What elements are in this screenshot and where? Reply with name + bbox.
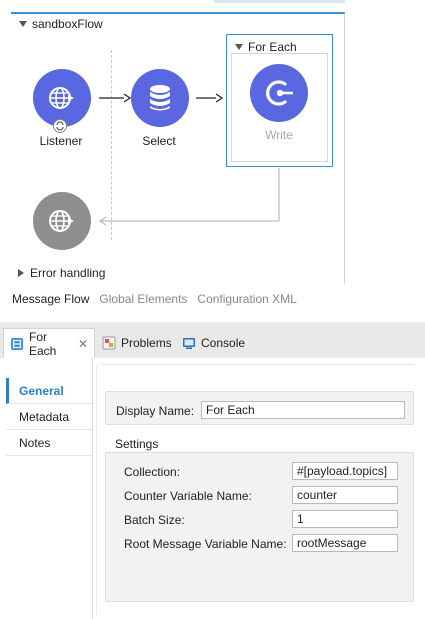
flow-header[interactable]: sandboxFlow <box>19 17 103 31</box>
settings-title: Settings <box>115 437 159 451</box>
top-strip <box>214 0 345 3</box>
display-name-label: Display Name: <box>116 404 195 418</box>
connector-c-icon <box>266 80 293 106</box>
tab-problems-label: Problems <box>121 336 172 350</box>
tab-console[interactable]: Console <box>176 328 251 358</box>
counter-input[interactable] <box>292 486 398 504</box>
tab-message-flow[interactable]: Message Flow <box>12 292 90 306</box>
listener-node[interactable] <box>33 69 91 127</box>
side-nav: General Metadata Notes <box>6 378 94 456</box>
database-icon <box>150 85 170 111</box>
collection-label: Collection: <box>124 465 181 479</box>
response-node[interactable] <box>33 192 91 250</box>
canvas-tabs: Message Flow Global Elements Configurati… <box>12 292 297 306</box>
tab-for-each[interactable]: For Each ✕ <box>3 328 95 358</box>
for-each-scope[interactable]: For Each <box>226 34 333 167</box>
globe-arrow-icon <box>49 87 74 109</box>
listener-label: Listener <box>39 134 83 148</box>
collection-input[interactable] <box>292 462 398 480</box>
form-top-rule <box>102 364 414 365</box>
for-each-header[interactable]: For Each <box>235 40 297 54</box>
nav-divider-inner <box>96 364 97 614</box>
globe-arrow-icon <box>49 210 74 232</box>
tab-configuration-xml[interactable]: Configuration XML <box>197 292 297 306</box>
tab-for-each-label: For Each <box>29 329 57 358</box>
root-message-input[interactable] <box>292 534 398 552</box>
counter-label: Counter Variable Name: <box>124 489 252 503</box>
flow-title: sandboxFlow <box>32 17 103 31</box>
source-divider <box>111 50 112 240</box>
batch-size-label: Batch Size: <box>124 513 185 527</box>
display-name-input[interactable] <box>201 401 405 419</box>
for-each-body <box>231 53 328 162</box>
nav-divider <box>92 358 93 619</box>
collapse-triangle-icon[interactable] <box>19 21 27 27</box>
source-badge-icon <box>53 119 67 133</box>
expand-triangle-icon[interactable] <box>18 269 24 277</box>
for-each-title: For Each <box>248 40 297 54</box>
error-handling-label: Error handling <box>30 266 106 280</box>
tab-console-label: Console <box>201 336 246 350</box>
side-nav-general[interactable]: General <box>6 378 94 404</box>
display-name-group: Display Name: <box>105 391 414 425</box>
properties-panel: General Metadata Notes Display Name: Set… <box>0 358 425 619</box>
flow-canvas: sandboxFlow Listener Se <box>11 0 345 306</box>
write-node[interactable] <box>250 64 308 122</box>
tab-global-elements[interactable]: Global Elements <box>99 292 188 306</box>
select-node[interactable] <box>131 69 189 127</box>
select-label: Select <box>142 134 176 148</box>
collapse-triangle-icon[interactable] <box>235 44 243 50</box>
problems-icon <box>102 336 116 350</box>
side-nav-metadata[interactable]: Metadata <box>6 404 94 430</box>
root-message-label: Root Message Variable Name: <box>124 537 287 551</box>
flow-container: sandboxFlow <box>11 12 345 284</box>
error-handling-row[interactable]: Error handling <box>18 266 105 280</box>
properties-icon <box>10 337 24 351</box>
console-icon <box>182 336 196 350</box>
close-icon[interactable]: ✕ <box>77 336 88 351</box>
tab-problems[interactable]: Problems <box>96 328 178 358</box>
settings-group: Collection: Counter Variable Name: Batch… <box>105 452 414 602</box>
side-nav-notes[interactable]: Notes <box>6 430 94 456</box>
flow-connectors <box>98 93 280 226</box>
write-label: Write <box>265 128 293 142</box>
batch-size-input[interactable] <box>292 510 398 528</box>
